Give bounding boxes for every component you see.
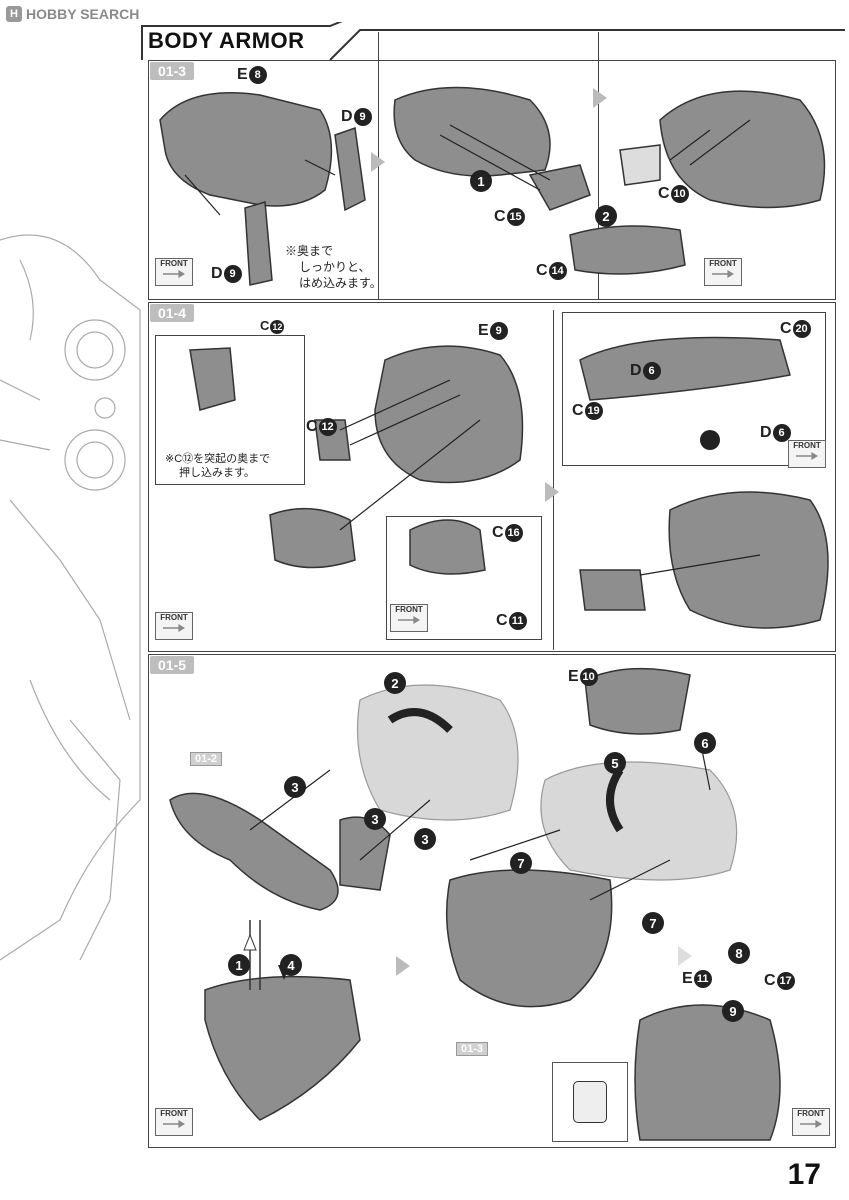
arrow-right-icon <box>398 616 420 624</box>
step-number-badge: 9 <box>722 1000 744 1022</box>
step-tag: 01-5 <box>150 656 195 674</box>
brand-name: HOBBY SEARCH <box>26 6 140 22</box>
step-number-badge: 3 <box>414 828 436 850</box>
step-number-badge: 7 <box>642 912 664 934</box>
front-indicator: FRONT <box>155 258 193 286</box>
step-01-5-panel <box>148 654 836 1148</box>
arrow-right-icon <box>796 452 818 460</box>
step-number-badge: 1 <box>228 954 250 976</box>
detail-inset <box>562 312 826 466</box>
front-indicator: FRONT <box>155 612 193 640</box>
step-number-badge: 1 <box>470 170 492 192</box>
detail-inset <box>386 516 542 640</box>
arrow-right-icon <box>800 1120 822 1128</box>
step-reference: 01-2 <box>190 752 223 766</box>
next-arrow <box>593 88 607 108</box>
step-number-badge: 7 <box>510 852 532 874</box>
next-arrow <box>545 482 559 502</box>
detail-inset <box>155 335 305 485</box>
next-arrow <box>678 946 692 966</box>
front-indicator: FRONT <box>704 258 742 286</box>
divider <box>598 32 600 300</box>
assembly-note: ※奥までしっかりと、はめ込みます。 <box>285 244 382 290</box>
next-arrow <box>371 152 385 172</box>
page-title: BODY ARMOR <box>148 28 305 53</box>
step-01-4-drawings <box>189 336 829 629</box>
front-indicator: FRONT <box>788 440 826 468</box>
step-01-4-panel <box>148 302 836 652</box>
step-number-badge: 4 <box>280 954 302 976</box>
brand-logo: H HOBBY SEARCH <box>6 4 139 24</box>
step-tag: 01-4 <box>150 304 195 322</box>
arrow-right-icon <box>712 270 734 278</box>
next-arrow <box>396 956 410 976</box>
arrow-right-icon <box>163 1120 185 1128</box>
socket-detail-icon <box>573 1081 607 1123</box>
arrow-right-icon <box>163 624 185 632</box>
front-indicator: FRONT <box>390 604 428 632</box>
assembly-note: ※C⑫を突起の奥まで押し込みます。 <box>165 453 271 479</box>
divider <box>553 310 555 650</box>
step-tag: 01-3 <box>150 62 195 80</box>
step-01-3-panel <box>148 60 836 300</box>
robot-sketch-illustration <box>0 234 141 961</box>
front-indicator: FRONT <box>155 1108 193 1136</box>
arrow-right-icon <box>163 270 185 278</box>
step-number-badge: 6 <box>694 732 716 754</box>
divider <box>384 810 484 811</box>
step-number-badge: 2 <box>595 205 617 227</box>
step-number-badge: 3 <box>284 776 306 798</box>
title-bar <box>141 22 845 61</box>
step-reference: 01-3 <box>456 1042 489 1056</box>
step-number-badge: 3 <box>364 808 386 830</box>
front-indicator: FRONT <box>792 1108 830 1136</box>
page-number: 17 <box>787 1158 821 1191</box>
hs-logo-icon: H <box>6 6 22 22</box>
step-01-5-drawings <box>169 667 781 1141</box>
detail-inset <box>552 1062 628 1142</box>
step-number-badge: 8 <box>728 942 750 964</box>
step-01-3-drawings <box>159 86 826 286</box>
step-number-badge: 2 <box>384 672 406 694</box>
step-number-badge: 5 <box>604 752 626 774</box>
